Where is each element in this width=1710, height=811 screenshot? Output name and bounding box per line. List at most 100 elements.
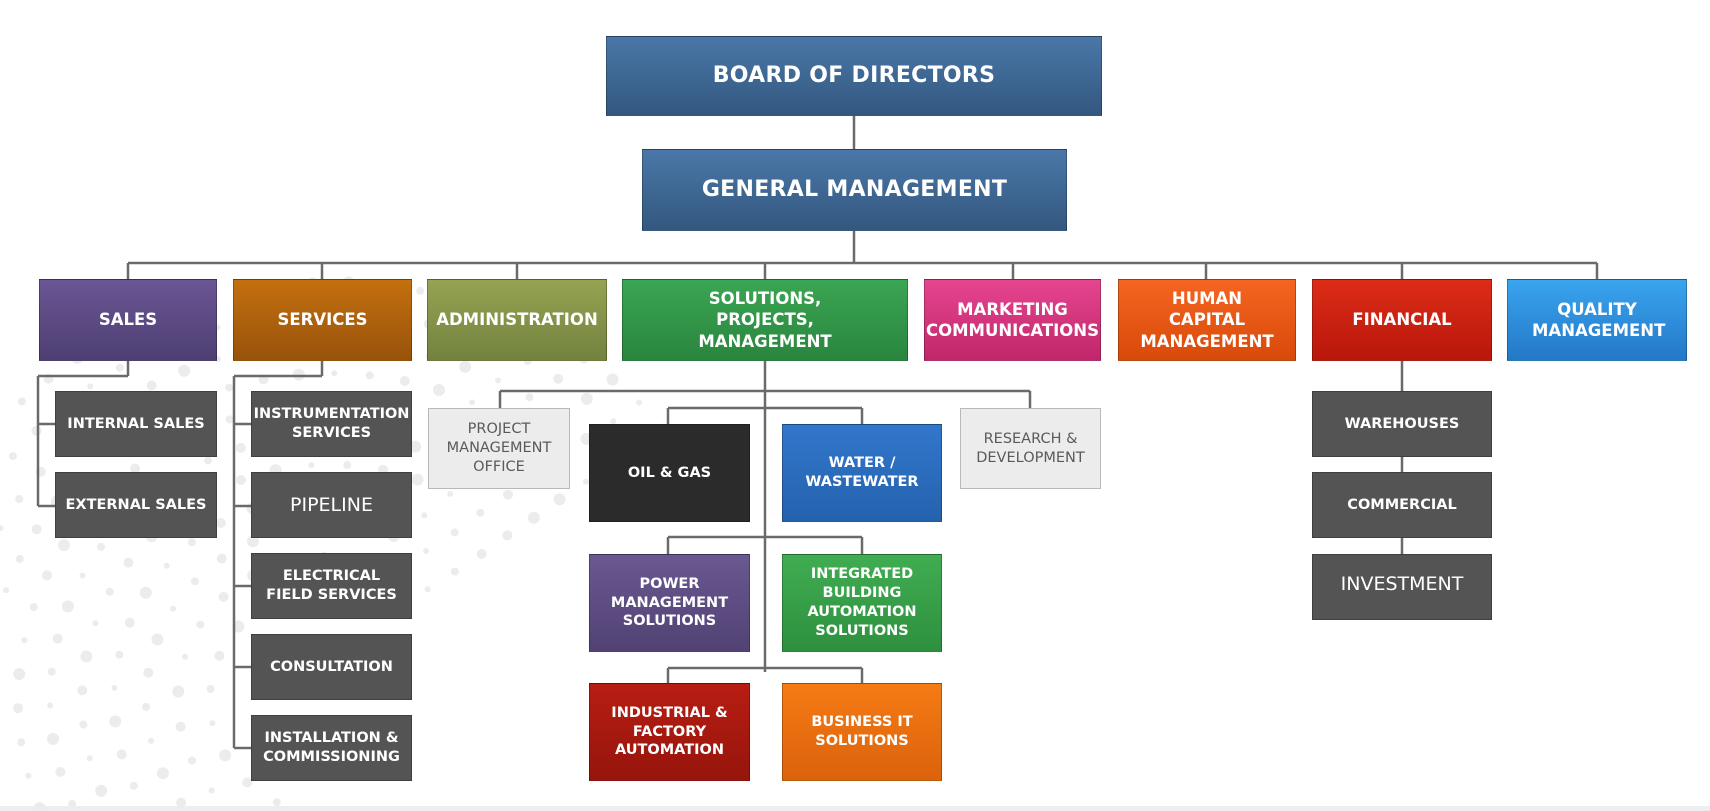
bg-dot (80, 650, 93, 663)
dept-quality-label: QUALITY MANAGEMENT (1532, 299, 1666, 340)
bg-dot (170, 605, 177, 612)
bg-dot (79, 572, 86, 579)
unit-electrical-field-label: ELECTRICAL FIELD SERVICES (266, 568, 397, 603)
unit-business-it-box: BUSINESS IT SOLUTIONS (782, 683, 942, 781)
bg-dot (583, 478, 589, 485)
bg-dot (0, 525, 4, 532)
bg-dot (580, 392, 593, 405)
bg-dot (215, 518, 226, 528)
bg-dot (214, 650, 225, 661)
bg-dot (95, 784, 108, 797)
bg-dot (204, 456, 212, 465)
bg-dot (416, 286, 425, 295)
bg-dot (502, 530, 513, 541)
dept-services-label: SERVICES (277, 310, 368, 330)
unit-power-label: POWER MANAGEMENT SOLUTIONS (610, 575, 729, 630)
bg-dot (469, 399, 476, 406)
bg-dot (433, 384, 445, 396)
bg-dot (17, 738, 26, 747)
bg-dot (124, 617, 135, 628)
bg-dot (130, 463, 141, 474)
unit-rnd-label: RESEARCH & DEVELOPMENT (976, 430, 1085, 466)
bg-dot (218, 591, 229, 602)
unit-pmo-box: PROJECT MANAGEMENT OFFICE (428, 408, 570, 489)
bg-dot (459, 360, 472, 373)
bg-dot (77, 685, 88, 696)
bg-dot (25, 772, 32, 779)
unit-external-sales-box: EXTERNAL SALES (55, 472, 217, 538)
bg-dot (206, 685, 215, 693)
bg-dot (409, 440, 422, 453)
unit-building-label: INTEGRATED BUILDING AUTOMATION SOLUTIONS (807, 566, 917, 639)
bg-dot (151, 633, 164, 646)
bg-dot (242, 777, 253, 788)
bg-dot (87, 383, 94, 390)
bg-dot (527, 511, 540, 524)
unit-external-sales-label: EXTERNAL SALES (65, 496, 207, 513)
dept-financial-box: FINANCIAL (1312, 279, 1492, 361)
bg-dot (424, 586, 431, 593)
bg-dot (111, 684, 118, 691)
unit-consultation-label: CONSULTATION (270, 658, 393, 675)
bg-dot (172, 685, 185, 698)
unit-water-box: WATER / WASTEWATER (782, 424, 942, 522)
bg-dot (61, 600, 74, 613)
bg-dot (503, 489, 513, 500)
bg-dot (17, 397, 26, 406)
unit-investment-label: INVESTMENT (1340, 573, 1464, 595)
bg-dot (146, 380, 157, 391)
bg-dot (225, 415, 234, 424)
bg-dot (15, 495, 24, 503)
dept-solutions-label: SOLUTIONS, PROJECTS, MANAGEMENT (698, 288, 832, 351)
dept-financial-label: FINANCIAL (1352, 310, 1452, 330)
bg-dot (31, 524, 42, 535)
bg-dot (176, 797, 187, 808)
unit-installation-label: INSTALLATION & COMMISSIONING (263, 730, 400, 765)
dept-quality-box: QUALITY MANAGEMENT (1507, 279, 1687, 361)
bg-dot (219, 749, 232, 762)
bg-dot (421, 512, 428, 519)
bg-dot (148, 737, 155, 744)
bg-dot (525, 393, 534, 402)
unit-pipeline-label: PIPELINE (290, 493, 373, 516)
bg-dot (139, 586, 152, 599)
dept-administration-box: ADMINISTRATION (427, 279, 607, 361)
bg-dot (109, 715, 122, 728)
bg-dot (33, 802, 46, 811)
unit-industrial-label: INDUSTRIAL & FACTORY AUTOMATION (611, 704, 728, 759)
bg-dot (105, 587, 114, 596)
bg-dot (163, 562, 170, 569)
bg-dot (182, 653, 188, 660)
bg-dot (225, 383, 234, 392)
bg-dot (29, 603, 38, 612)
unit-instrumentation-label: INSTRUMENTATION SERVICES (253, 406, 410, 441)
unit-oil-gas-label: OIL & GAS (627, 464, 712, 481)
bg-dot (188, 756, 196, 765)
bg-dot (97, 542, 105, 551)
bg-dot (411, 473, 424, 486)
unit-industrial-box: INDUSTRIAL & FACTORY AUTOMATION (589, 683, 750, 781)
bg-dot (15, 554, 24, 563)
bg-dot (308, 462, 315, 469)
unit-investment-box: INVESTMENT (1312, 554, 1492, 620)
unit-building-box: INTEGRATED BUILDING AUTOMATION SOLUTIONS (782, 554, 942, 652)
bg-dot (610, 418, 617, 425)
bg-dot (331, 370, 338, 377)
bg-dot (447, 490, 454, 497)
bg-dot (115, 650, 124, 659)
unit-installation-box: INSTALLATION & COMMISSIONING (251, 715, 412, 781)
bg-dot (208, 787, 215, 794)
bg-dot (247, 535, 259, 548)
bg-dot (343, 461, 352, 469)
unit-rnd-box: RESEARCH & DEVELOPMENT (960, 408, 1101, 489)
bg-dot (423, 548, 430, 554)
bg-dot (495, 377, 502, 384)
bg-dot (79, 720, 88, 729)
unit-commercial-label: COMMERCIAL (1347, 496, 1457, 513)
bg-dot (123, 557, 134, 568)
bg-dot (13, 703, 24, 714)
unit-commercial-box: COMMERCIAL (1312, 472, 1492, 538)
bg-dot (92, 620, 99, 627)
bg-dot (55, 766, 66, 777)
